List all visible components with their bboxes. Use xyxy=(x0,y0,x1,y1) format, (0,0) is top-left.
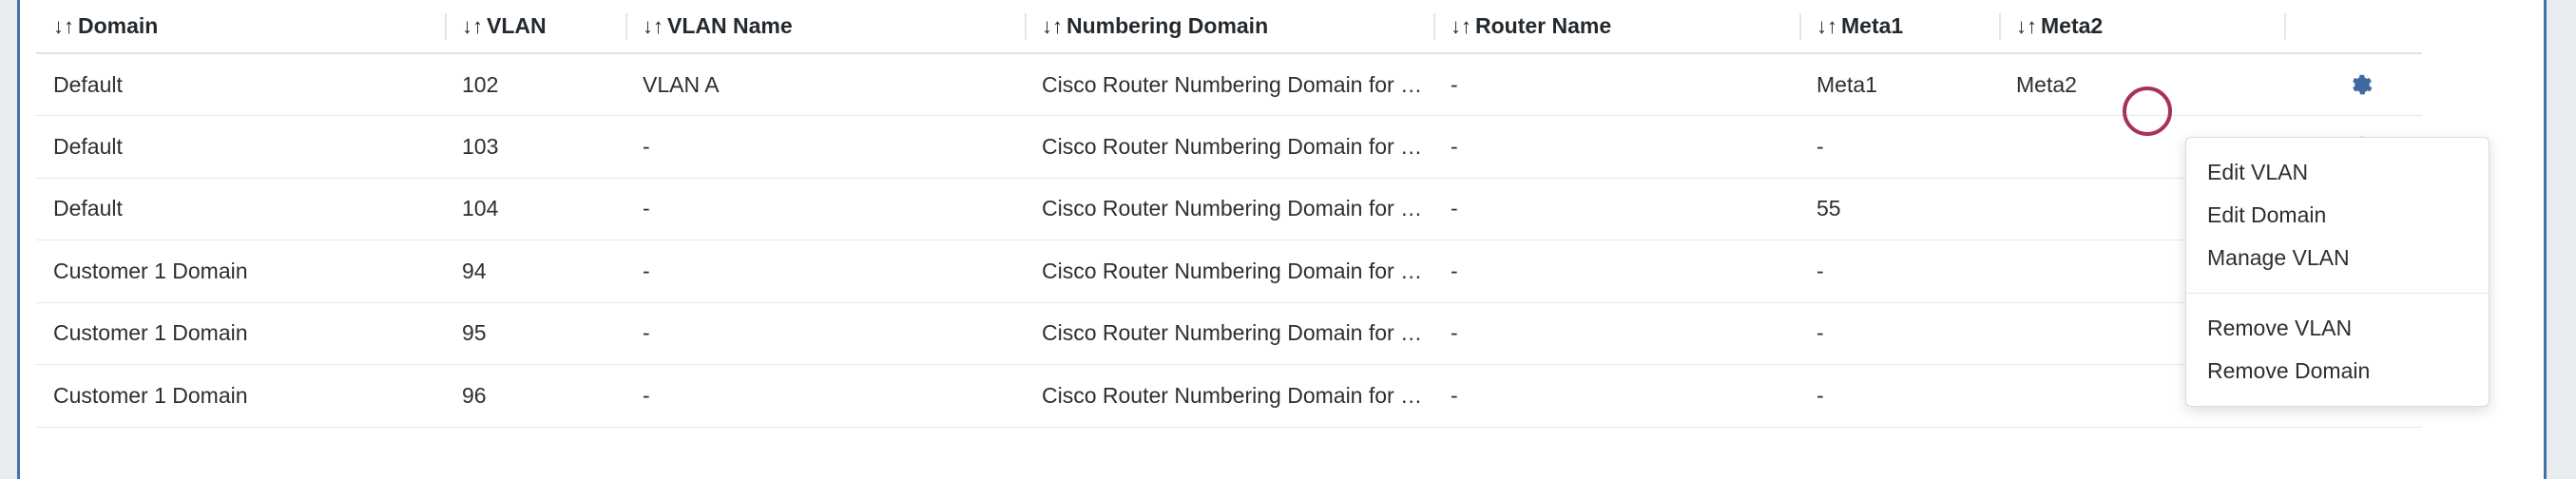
cell-vlan: 94 xyxy=(445,240,625,303)
column-header-label: Meta1 xyxy=(1841,13,1904,38)
column-divider xyxy=(1433,13,1435,40)
cell-router-name: - xyxy=(1433,240,1799,303)
column-header-domain[interactable]: ↓↑Domain xyxy=(36,0,445,54)
cell-vlan-name: - xyxy=(625,115,1025,179)
cell-vlan-name: - xyxy=(625,240,1025,303)
sort-toggle-icon[interactable]: ↓↑ xyxy=(1451,14,1471,38)
cell-numbering-domain: Cisco Router Numbering Domain for … xyxy=(1025,53,1433,116)
column-header-numbering-domain[interactable]: ↓↑Numbering Domain xyxy=(1025,0,1433,54)
sort-toggle-icon[interactable]: ↓↑ xyxy=(1042,14,1063,38)
cell-numbering-domain: Cisco Router Numbering Domain for … xyxy=(1025,178,1433,240)
menu-item-remove-domain[interactable]: Remove Domain xyxy=(2207,358,2371,383)
column-divider xyxy=(445,13,447,40)
column-header-label: VLAN Name xyxy=(667,13,793,38)
cell-domain: Default xyxy=(36,53,445,116)
column-header-label: VLAN xyxy=(487,13,547,38)
cell-meta1: 55 xyxy=(1799,178,1999,240)
cell-domain: Customer 1 Domain xyxy=(36,302,445,365)
column-header-router-name[interactable]: ↓↑Router Name xyxy=(1433,0,1799,54)
column-header-vlan-name[interactable]: ↓↑VLAN Name xyxy=(625,0,1025,54)
column-divider xyxy=(2284,13,2286,40)
cell-domain: Customer 1 Domain xyxy=(36,240,445,303)
sort-toggle-icon[interactable]: ↓↑ xyxy=(1817,14,1837,38)
column-header-label: Domain xyxy=(78,13,159,38)
column-header-label: Numbering Domain xyxy=(1067,13,1269,38)
column-header-label: Router Name xyxy=(1475,13,1612,38)
cell-vlan: 102 xyxy=(445,53,625,116)
cell-numbering-domain: Cisco Router Numbering Domain for … xyxy=(1025,302,1433,365)
cell-vlan: 103 xyxy=(445,115,625,179)
cell-vlan-name: - xyxy=(625,302,1025,365)
gear-icon[interactable] xyxy=(2350,73,2374,98)
column-divider xyxy=(1025,13,1027,40)
cell-router-name: - xyxy=(1433,364,1799,428)
cell-vlan-name: - xyxy=(625,178,1025,240)
menu-item-edit-vlan[interactable]: Edit VLAN xyxy=(2207,160,2309,184)
column-divider xyxy=(1799,13,1801,40)
cell-meta1: - xyxy=(1799,302,1999,365)
cell-meta1: - xyxy=(1799,364,1999,428)
cell-meta1: - xyxy=(1799,115,1999,179)
sort-toggle-icon[interactable]: ↓↑ xyxy=(2016,14,2037,38)
column-divider xyxy=(1999,13,2001,40)
table-header-row: ↓↑Domain ↓↑VLAN ↓↑VLAN Name ↓↑Numbering … xyxy=(36,0,2422,54)
cell-meta1: - xyxy=(1799,240,1999,303)
menu-item-manage-vlan[interactable]: Manage VLAN xyxy=(2207,245,2350,270)
cell-router-name: - xyxy=(1433,178,1799,240)
cell-vlan: 104 xyxy=(445,178,625,240)
column-header-meta1[interactable]: ↓↑Meta1 xyxy=(1799,0,1999,54)
menu-item-remove-vlan[interactable]: Remove VLAN xyxy=(2207,316,2353,340)
cell-vlan-name: - xyxy=(625,364,1025,428)
table-header: ↓↑Domain ↓↑VLAN ↓↑VLAN Name ↓↑Numbering … xyxy=(36,0,2422,54)
column-header-vlan[interactable]: ↓↑VLAN xyxy=(445,0,625,54)
menu-divider xyxy=(2186,293,2489,294)
cell-meta1: Meta1 xyxy=(1799,53,1999,116)
menu-item-edit-domain[interactable]: Edit Domain xyxy=(2207,202,2327,227)
cell-numbering-domain: Cisco Router Numbering Domain for … xyxy=(1025,364,1433,428)
column-header-actions xyxy=(2284,0,2422,54)
sort-toggle-icon[interactable]: ↓↑ xyxy=(462,14,483,38)
sort-toggle-icon[interactable]: ↓↑ xyxy=(643,14,663,38)
cell-domain: Default xyxy=(36,178,445,240)
vlan-table: ↓↑Domain ↓↑VLAN ↓↑VLAN Name ↓↑Numbering … xyxy=(36,0,2422,428)
cell-domain: Customer 1 Domain xyxy=(36,364,445,428)
table-panel: ↓↑Domain ↓↑VLAN ↓↑VLAN Name ↓↑Numbering … xyxy=(17,0,2547,479)
cell-router-name: - xyxy=(1433,302,1799,365)
cell-vlan-name: VLAN A xyxy=(625,53,1025,116)
row-action-menu[interactable]: Edit VLAN Edit Domain Manage VLAN Remove… xyxy=(2185,137,2489,407)
cell-meta2: Meta2 xyxy=(1999,53,2284,116)
column-divider xyxy=(625,13,627,40)
column-header-meta2[interactable]: ↓↑Meta2 xyxy=(1999,0,2284,54)
cell-numbering-domain: Cisco Router Numbering Domain for … xyxy=(1025,240,1433,303)
cell-vlan: 95 xyxy=(445,302,625,365)
cell-vlan: 96 xyxy=(445,364,625,428)
cell-router-name: - xyxy=(1433,115,1799,179)
column-header-label: Meta2 xyxy=(2041,13,2104,38)
cell-router-name: - xyxy=(1433,53,1799,116)
cell-domain: Default xyxy=(36,115,445,179)
sort-toggle-icon[interactable]: ↓↑ xyxy=(53,14,74,38)
cell-actions xyxy=(2284,53,2422,116)
cell-numbering-domain: Cisco Router Numbering Domain for … xyxy=(1025,115,1433,179)
